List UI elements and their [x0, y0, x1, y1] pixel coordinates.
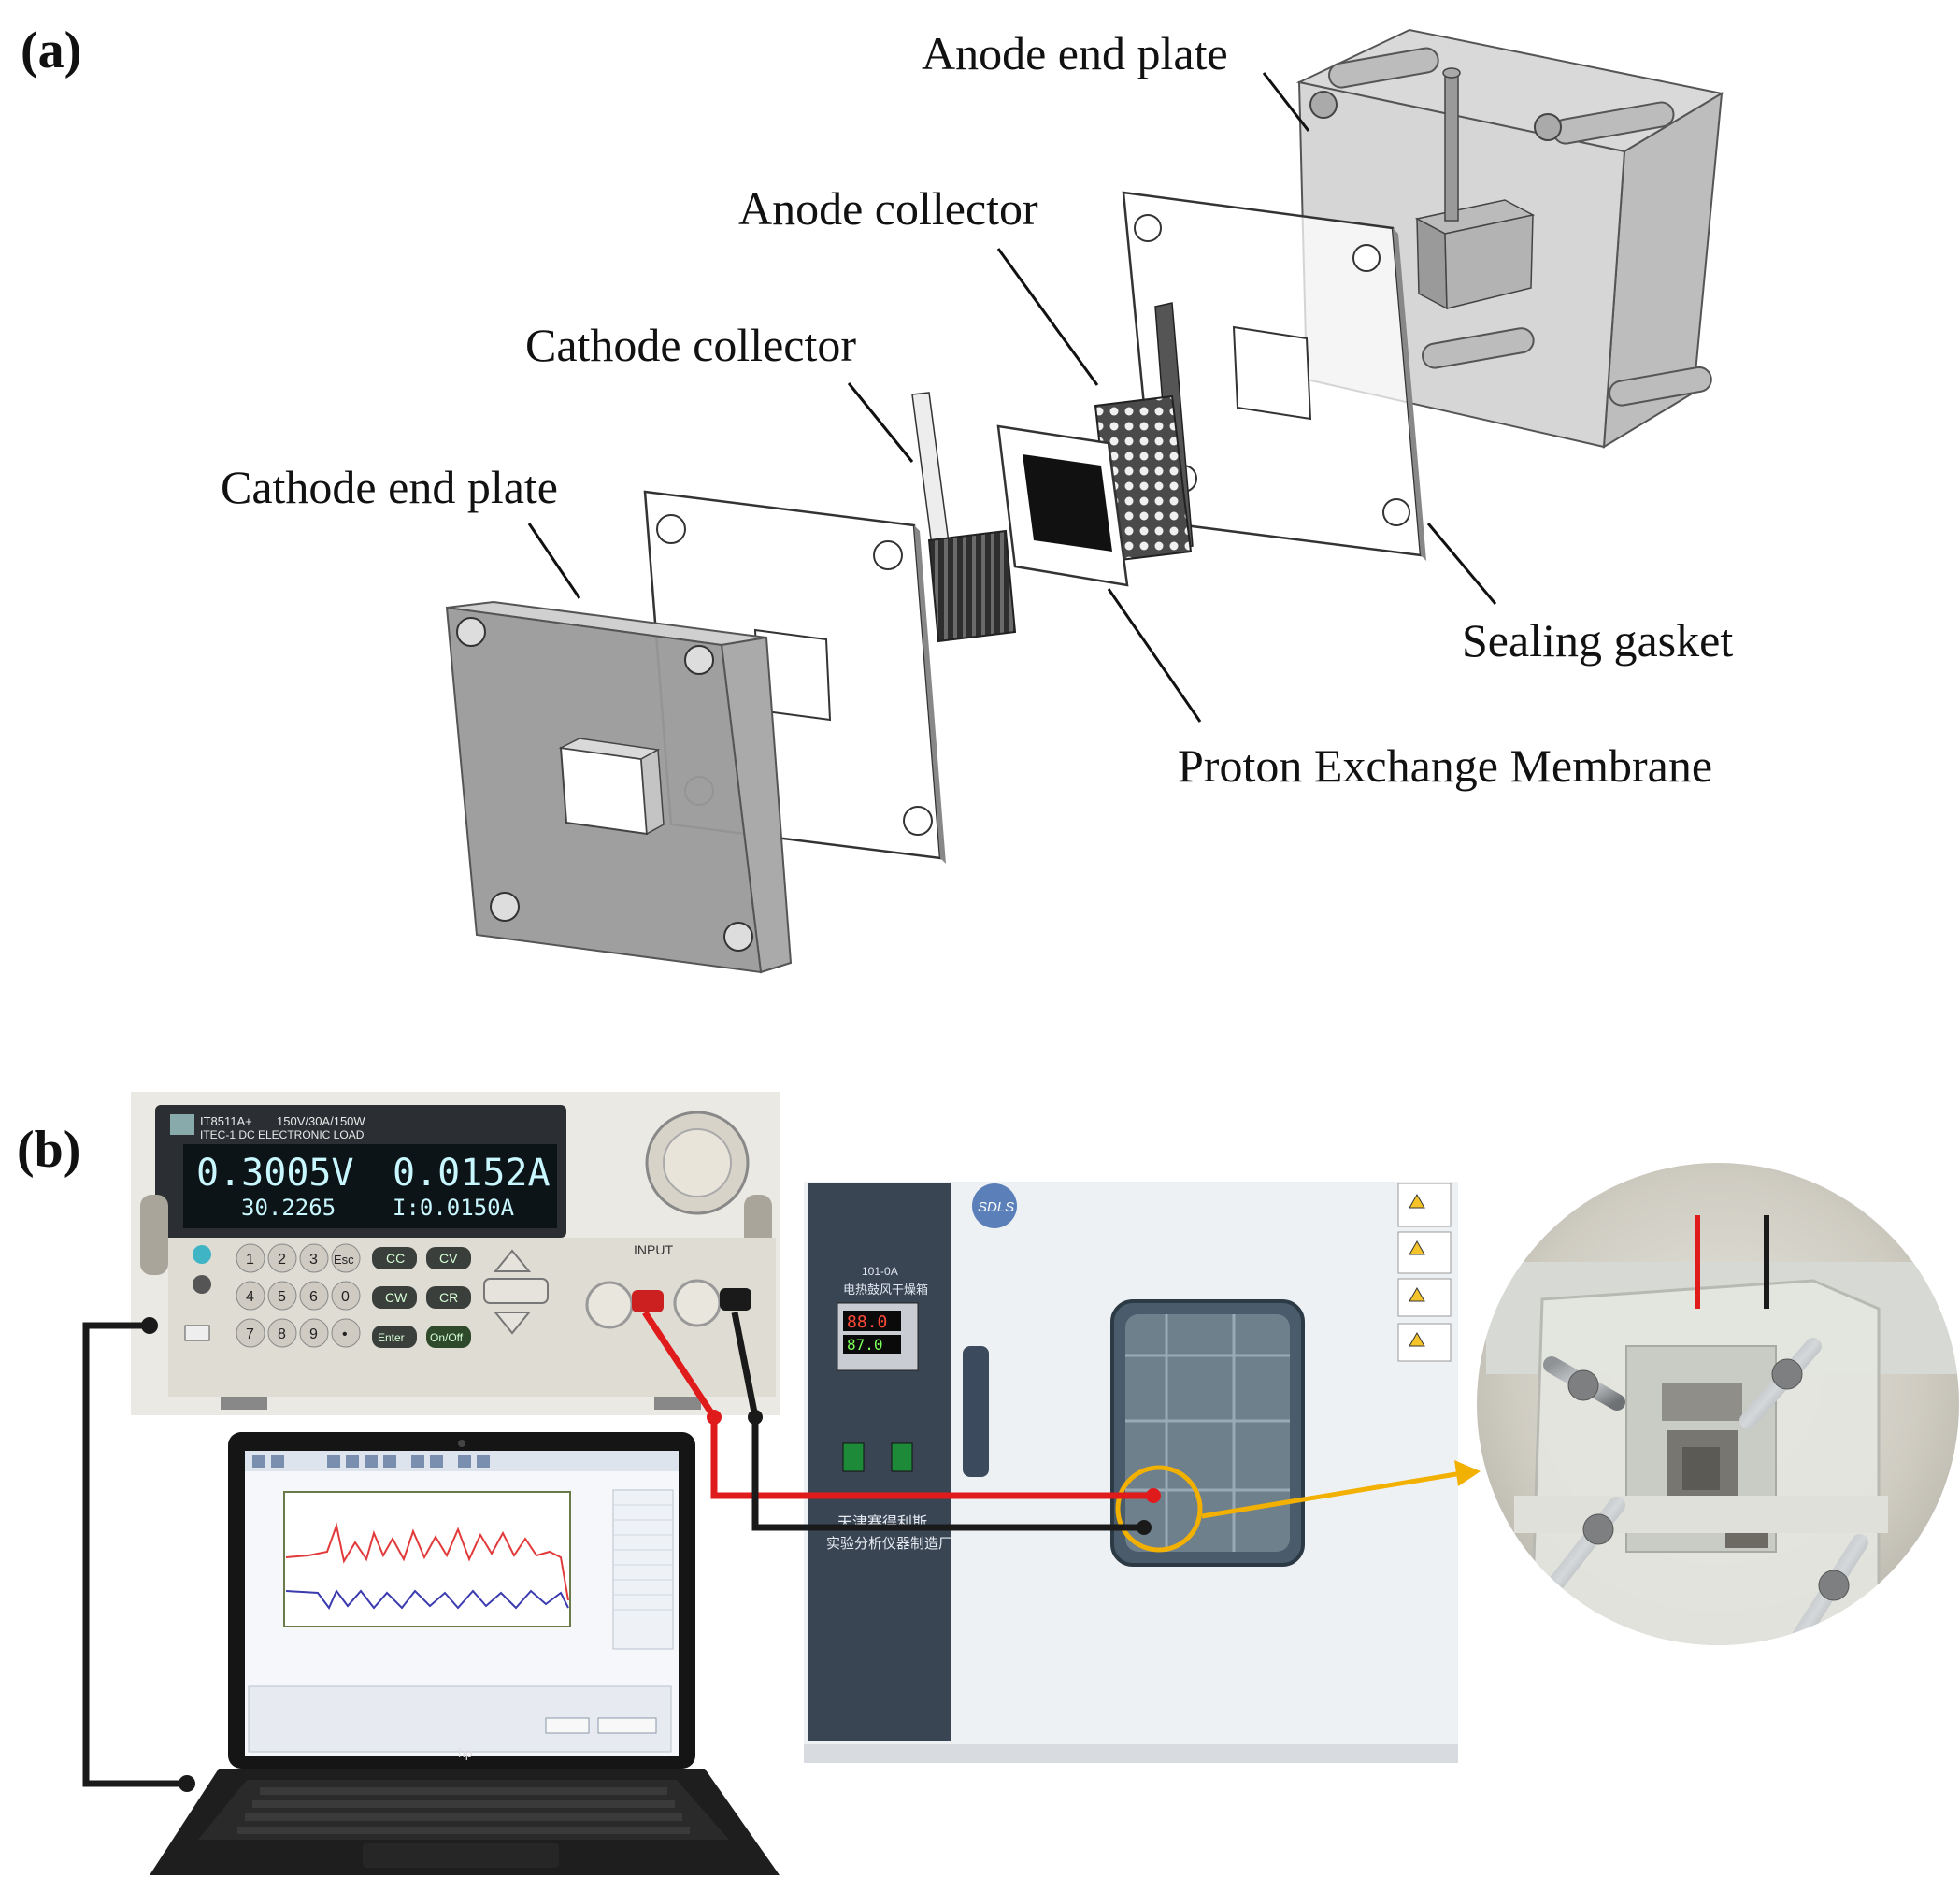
negative-wire — [731, 1312, 1144, 1531]
key-4[interactable]: 4 — [246, 1289, 254, 1305]
power-switch[interactable] — [184, 1325, 210, 1341]
electronic-load: IT8511A+ 150V/30A/150W ITEC-1 DC ELECTRO… — [131, 1092, 780, 1415]
positive-terminal[interactable] — [585, 1281, 634, 1329]
load-keypad: 1 2 3 Esc 4 5 6 0 7 8 9 • — [236, 1243, 361, 1348]
oven-door-handle[interactable] — [963, 1346, 989, 1477]
key-1[interactable]: 1 — [246, 1252, 254, 1268]
sealing-gasket-anode — [1122, 191, 1426, 561]
label-anode-collector: Anode collector — [738, 182, 1038, 235]
positive-wire-node — [707, 1410, 722, 1425]
label-anode-end-plate: Anode end plate — [922, 27, 1228, 79]
label-cathode-collector: Cathode collector — [525, 319, 856, 371]
key-dot[interactable]: • — [342, 1326, 348, 1342]
label-proton-exchange-membrane: Proton Exchange Membrane — [1178, 739, 1712, 792]
oven-model: 101-0A — [862, 1265, 898, 1278]
load-current-readout: 0.0152A — [393, 1152, 551, 1195]
panel-b: (b) IT8511A+ 150V/30A/150W ITEC-1 DC ELE… — [17, 1092, 1959, 1875]
callout-leaders — [527, 72, 1497, 723]
negative-terminal[interactable] — [673, 1279, 722, 1327]
data-cable — [82, 1322, 187, 1787]
mode-cv-button[interactable]: CV — [439, 1251, 458, 1266]
key-7[interactable]: 7 — [246, 1326, 254, 1342]
laptop: hp — [150, 1432, 780, 1875]
load-model: IT8511A+ — [200, 1114, 252, 1128]
load-rating: 150V/30A/150W — [277, 1114, 365, 1128]
mode-cc-button[interactable]: CC — [386, 1251, 405, 1266]
oven-setpoint-display: 87.0 — [847, 1336, 883, 1354]
key-8[interactable]: 8 — [278, 1326, 286, 1342]
on-off-button[interactable]: On/Off — [430, 1331, 464, 1344]
oven-power-switch[interactable] — [842, 1442, 865, 1472]
shift-button[interactable] — [193, 1245, 211, 1264]
oven-name: 电热鼓风干燥箱 — [843, 1283, 928, 1297]
sealing-gasket-cathode — [643, 490, 946, 864]
mode-cr-button[interactable]: CR — [439, 1290, 458, 1305]
panel-a-letter: (a) — [21, 22, 81, 79]
label-sealing-gasket: Sealing gasket — [1462, 614, 1733, 666]
key-esc[interactable]: Esc — [334, 1253, 354, 1267]
oven: 101-0A 电热鼓风干燥箱 88.0 87.0 天津赛得利斯 实验分析仪器制造… — [804, 1182, 1458, 1763]
panel-b-letter: (b) — [17, 1121, 80, 1179]
oven-fan-switch[interactable] — [891, 1442, 913, 1472]
key-6[interactable]: 6 — [309, 1289, 318, 1305]
arrow-keys[interactable] — [483, 1249, 549, 1335]
panel-a: (a) — [21, 22, 1733, 974]
load-mode-buttons: CC CV CW CR Enter On/Off — [372, 1247, 471, 1348]
zoom-arrow-shaft — [1201, 1470, 1463, 1519]
measurement-wires — [642, 1311, 1153, 1531]
oven-temp-display: 88.0 — [847, 1312, 887, 1332]
key-3[interactable]: 3 — [309, 1252, 318, 1268]
cell-highlight-ring — [1115, 1465, 1203, 1553]
black-banana-plug — [720, 1288, 751, 1311]
proton-exchange-membrane — [996, 424, 1129, 587]
oven-control-panel — [808, 1183, 951, 1741]
cathode-collector — [911, 392, 1017, 643]
cathode-end-plate — [445, 600, 793, 974]
key-0[interactable]: 0 — [341, 1289, 350, 1305]
data-cable-node-laptop — [179, 1775, 195, 1792]
zoom-arrow-head — [1454, 1460, 1481, 1486]
negative-wire-node — [748, 1410, 763, 1425]
label-cathode-end-plate: Cathode end plate — [221, 461, 558, 513]
oven-brand: SDLS — [978, 1199, 1014, 1215]
enter-button[interactable]: Enter — [378, 1331, 405, 1344]
key-9[interactable]: 9 — [309, 1326, 318, 1342]
oven-brand-badge — [972, 1183, 1017, 1228]
local-button[interactable] — [193, 1275, 211, 1294]
load-secondary-left: 30.2265 — [241, 1195, 336, 1221]
laptop-brand: hp — [458, 1745, 473, 1760]
load-voltage-readout: 0.3005V — [196, 1152, 354, 1195]
mode-cw-button[interactable]: CW — [385, 1290, 408, 1305]
negative-wire-end — [1137, 1520, 1152, 1535]
input-label: INPUT — [634, 1242, 673, 1257]
positive-wire — [642, 1311, 1153, 1499]
red-banana-plug — [632, 1290, 664, 1312]
positive-wire-end — [1146, 1488, 1161, 1503]
oven-maker-line2: 实验分析仪器制造厂 — [826, 1536, 952, 1552]
key-5[interactable]: 5 — [278, 1289, 286, 1305]
load-subtitle: ITEC-1 DC ELECTRONIC LOAD — [200, 1128, 365, 1141]
load-secondary-right: I:0.0150A — [393, 1195, 515, 1221]
key-2[interactable]: 2 — [278, 1252, 286, 1268]
cell-photo — [1477, 1163, 1959, 1645]
data-cable-node-load — [141, 1317, 158, 1334]
